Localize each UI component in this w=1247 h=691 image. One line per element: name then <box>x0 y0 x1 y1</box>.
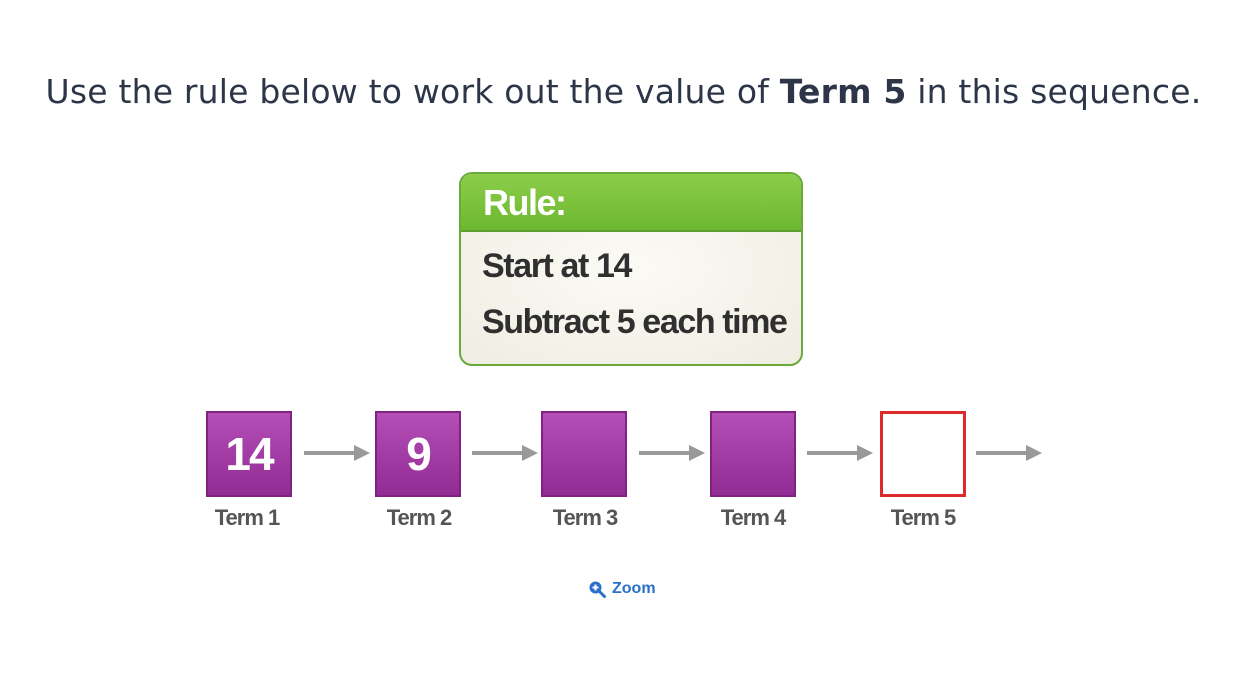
term-2-label: Term 2 <box>386 505 453 530</box>
term-4-box <box>710 411 796 497</box>
term-3-box <box>541 411 627 497</box>
term-1-value: 14 <box>225 428 274 480</box>
term-5-answer-box <box>880 411 966 497</box>
arrow-right-icon <box>639 445 705 461</box>
arrow-right-icon <box>304 445 370 461</box>
term-5-label: Term 5 <box>890 505 957 530</box>
rule-line-start: Start at 14 <box>482 247 632 285</box>
rule-title: Rule: <box>461 174 801 232</box>
zoom-label: Zoom <box>612 580 656 597</box>
term-1-box: 14 <box>206 411 292 497</box>
term-2-value: 9 <box>406 428 432 480</box>
zoom-in-icon <box>589 581 606 598</box>
question-suffix: in this sequence. <box>906 72 1202 111</box>
question-text: Use the rule below to work out the value… <box>0 72 1247 111</box>
question-highlight: Term 5 <box>779 72 907 111</box>
arrow-right-icon <box>807 445 873 461</box>
question-prefix: Use the rule below to work out the value… <box>45 72 780 111</box>
rule-box: Rule: Start at 14 Subtract 5 each time <box>459 172 803 366</box>
term-1-label: Term 1 <box>214 505 281 530</box>
zoom-button[interactable]: Zoom <box>588 578 656 600</box>
arrow-right-icon <box>472 445 538 461</box>
rule-line-step: Subtract 5 each time <box>482 303 788 341</box>
term-2-box: 9 <box>375 411 461 497</box>
term-4-label: Term 4 <box>720 505 787 530</box>
term-3-label: Term 3 <box>552 505 619 530</box>
arrow-right-icon <box>976 445 1042 461</box>
